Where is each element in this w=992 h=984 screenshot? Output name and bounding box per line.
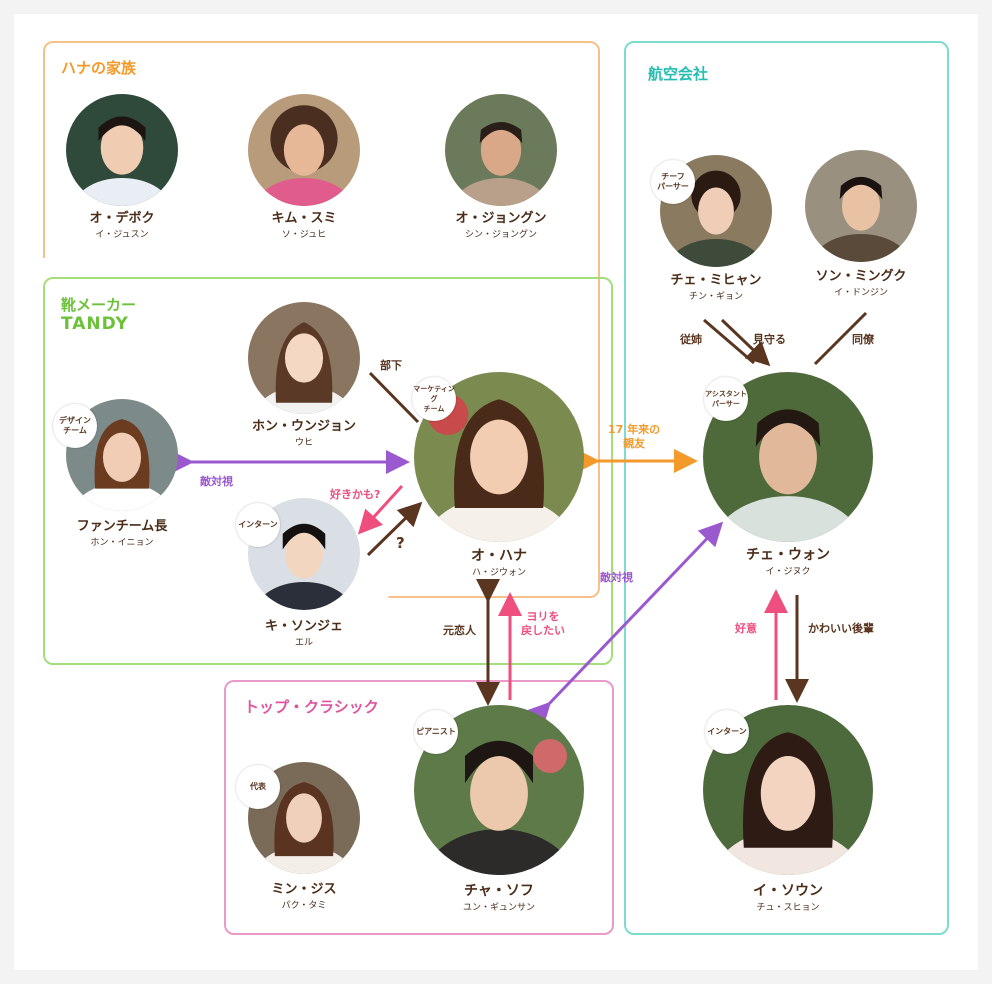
line-douryou: [813, 311, 868, 366]
line-mimamoru: [720, 318, 771, 367]
rel-label-yori: ヨリを 戻したい: [521, 610, 565, 637]
person-son-mingu: ソン・ミングクイ・ドンジン: [815, 269, 907, 298]
portrait-ki-sonje: [248, 498, 360, 610]
rel-label-tekitaishi-right: 敵対視: [600, 571, 633, 584]
rel-label-koui: 好意: [735, 622, 757, 635]
group-title-top-classic: トップ・クラシック: [244, 698, 379, 716]
portrait-son-mingu: [805, 150, 917, 262]
rel-label-shinyu: 17 年来の 親友: [608, 423, 661, 450]
portrait-o-deboku: [66, 94, 178, 206]
rel-label-kawaii: かわいい後輩: [808, 622, 874, 635]
rel-label-motokoi: 元恋人: [443, 624, 476, 637]
badge-i-sown: インターン: [705, 710, 749, 754]
badge-o-hana: マーケティング チーム: [412, 377, 456, 421]
portrait-o-jonggun: [445, 94, 557, 206]
group-box-airline: [624, 41, 949, 935]
badge-che-won: アシスタント パーサー: [704, 377, 748, 421]
group-title-tandy-line2: TANDY: [61, 314, 129, 334]
rel-label-mimamoru: 見守る: [753, 333, 786, 346]
group-title-tandy-line1: 靴メーカー: [61, 296, 137, 314]
person-hon-unjon: ホン・ウンジョンウヒ: [251, 419, 357, 448]
badge-fan-team: デザイン チーム: [53, 404, 97, 448]
portrait-hon-unjon: [248, 302, 360, 414]
portrait-min-jisu: [248, 762, 360, 874]
line-suki: [357, 484, 404, 535]
rel-label-douryou: 同僚: [852, 333, 874, 346]
group-title-hana-family: ハナの家族: [61, 59, 137, 77]
person-o-hana: オ・ハナハ・ジウォン: [471, 548, 527, 578]
person-cha-sofu: チャ・ソフユン・ギュンサン: [462, 883, 536, 913]
portrait-i-sown: [703, 705, 873, 875]
person-o-deboku: オ・デボクイ・ジュスン: [89, 211, 155, 240]
line-tekitaishi-right: [525, 521, 724, 728]
rel-label-tekitaishi-left: 敵対視: [200, 475, 233, 488]
group-title-airline: 航空会社: [648, 65, 709, 83]
line-buka: [368, 371, 420, 424]
badge-cha-sofu: ピアニスト: [414, 710, 458, 754]
rel-label-juushi: 従姉: [680, 333, 702, 346]
person-o-jonggun: オ・ジョングンシン・ジョングン: [455, 211, 547, 240]
rel-label-question: ?: [396, 534, 405, 552]
person-che-won: チェ・ウォンイ・ジヌク: [746, 547, 830, 577]
person-ki-sonje: キ・ソンジェエル: [264, 619, 344, 648]
group-box-top-classic: [224, 680, 614, 935]
person-i-sown: イ・ソウンチュ・スヒョン: [753, 883, 823, 913]
rel-label-suki: 好きかも?: [330, 488, 381, 501]
portrait-kim-sumi: [248, 94, 360, 206]
line-question: [366, 501, 423, 557]
badge-che-mihyan: チーフ パーサー: [651, 160, 695, 204]
person-kim-sumi: キム・スミソ・ジュヒ: [271, 211, 337, 240]
person-min-jisu: ミン・ジスパク・タミ: [271, 882, 337, 911]
rel-label-buka: 部下: [380, 359, 402, 372]
badge-ki-sonje: インターン: [236, 503, 280, 547]
portrait-che-won: [703, 372, 873, 542]
person-che-mihyan: チェ・ミヒャンチン・ギョン: [670, 273, 762, 302]
person-fan-team: ファンチーム長ホン・イニョン: [76, 519, 168, 548]
badge-min-jisu: 代表: [236, 765, 280, 809]
